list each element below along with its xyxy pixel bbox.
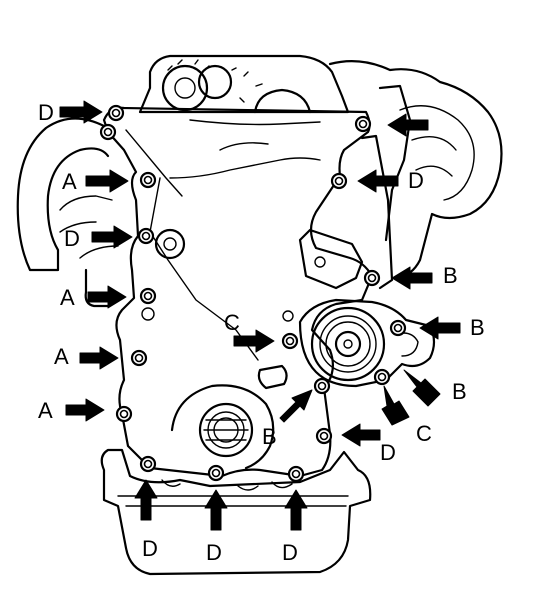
water-pump-pulley-ring xyxy=(319,315,377,373)
crank-seal-ridges xyxy=(203,419,249,441)
arrow-a-3 xyxy=(79,346,119,370)
label-c-2: C xyxy=(416,421,432,446)
water-pump-hub xyxy=(334,330,362,358)
callout-arrows xyxy=(59,100,461,531)
crank-pulley-outer xyxy=(198,402,254,458)
intake-manifold-outline xyxy=(16,117,110,272)
oil-pan-ridges xyxy=(161,479,293,491)
arrow-d-right-upper xyxy=(357,169,399,193)
engine-line-drawing xyxy=(16,54,503,576)
block-casting-hole xyxy=(314,256,326,268)
bolt-d-right-upper xyxy=(330,172,348,190)
bolt-extra-top-left xyxy=(99,123,117,141)
arrow-c-2 xyxy=(381,385,410,426)
cover-boss-hole xyxy=(163,237,177,251)
water-pump-body xyxy=(298,298,436,388)
bolt-d-left-mid xyxy=(137,227,155,245)
bolt-d-bottom-2 xyxy=(207,464,225,482)
oil-pump-boss xyxy=(257,364,288,390)
block-casting-right xyxy=(298,228,364,290)
bolt-b-3 xyxy=(373,368,391,386)
alternator-bracket xyxy=(360,134,394,290)
label-d-bottom-3: D xyxy=(282,540,298,565)
bolt-a-4 xyxy=(115,405,133,423)
label-a-4: A xyxy=(38,398,53,423)
label-b-3: B xyxy=(452,379,467,404)
label-d-bottom-1: D xyxy=(142,536,158,561)
bolt-c-2 xyxy=(313,377,331,395)
arrow-a-1 xyxy=(85,169,129,193)
water-pump-pulley-ring2 xyxy=(325,321,371,367)
intake-lower xyxy=(84,268,110,308)
cam-sprocket-hub-left xyxy=(174,77,196,99)
bolts xyxy=(99,104,407,483)
cam-housing-outline xyxy=(138,54,350,114)
label-d-right-lower: D xyxy=(380,440,396,465)
label-a-2: A xyxy=(60,285,75,310)
bolt-d-bottom-1 xyxy=(139,455,157,473)
arrow-d-bottom-2 xyxy=(204,489,228,531)
cover-small-hole-2 xyxy=(282,310,294,322)
bolt-c-1 xyxy=(281,332,299,350)
label-b-1: B xyxy=(443,263,458,288)
label-d-left-mid: D xyxy=(64,226,80,251)
arrow-b-3 xyxy=(403,369,441,407)
arrow-d-right-lower xyxy=(341,423,381,447)
bolt-b-2 xyxy=(389,319,407,337)
bolt-a-1 xyxy=(139,171,157,189)
cover-boss xyxy=(154,228,186,260)
exhaust-manifold-outline xyxy=(328,59,503,280)
label-b-left-diag: B xyxy=(262,424,277,449)
cam-pulley-right xyxy=(253,88,312,114)
label-c-1: C xyxy=(224,310,240,335)
label-d-top-left: D xyxy=(38,100,54,125)
water-pump-center xyxy=(343,339,353,349)
bolt-d-top-left xyxy=(107,104,125,122)
arrow-d-top-left xyxy=(59,100,103,124)
cover-small-hole xyxy=(141,307,155,321)
oil-pan-outline xyxy=(100,448,372,576)
label-b-2: B xyxy=(470,315,485,340)
label-a-1: A xyxy=(62,169,77,194)
arrow-b-2 xyxy=(419,316,461,340)
arrow-d-top-right xyxy=(387,113,429,137)
label-d-bottom-2: D xyxy=(206,540,222,565)
timing-cover-seam xyxy=(189,119,321,151)
bolt-a-2 xyxy=(139,287,157,305)
timing-cover-outline xyxy=(102,106,374,478)
bolt-a-3 xyxy=(130,349,148,367)
cam-sprocket-teeth xyxy=(167,59,263,103)
timing-cover-rib xyxy=(125,129,321,361)
arrow-d-left-mid xyxy=(91,225,133,249)
water-pump-flange xyxy=(395,332,419,357)
exhaust-heat-shield xyxy=(399,105,475,201)
bolt-b-1 xyxy=(363,269,381,287)
exhaust-flange xyxy=(378,84,412,242)
cam-sprocket-mid xyxy=(197,64,233,100)
arrow-d-bottom-1 xyxy=(134,479,158,521)
callout-labels: D A D D A B C B A B A B C D D D D xyxy=(38,100,485,565)
bolt-d-bottom-3 xyxy=(287,465,305,483)
water-pump-pulley-outer xyxy=(310,306,386,382)
bolt-d-top-right xyxy=(354,115,372,133)
arrow-b-left-diag xyxy=(279,389,313,423)
bolt-d-right-lower xyxy=(315,427,333,445)
crank-housing xyxy=(170,384,275,470)
arrow-d-bottom-3 xyxy=(284,489,308,531)
label-a-3: A xyxy=(54,344,69,369)
arrow-a-4 xyxy=(65,398,105,422)
label-d-top-right: D xyxy=(408,168,424,193)
arrow-b-1 xyxy=(391,266,433,290)
arrow-c-1 xyxy=(233,329,275,353)
arrow-a-2 xyxy=(87,285,127,309)
